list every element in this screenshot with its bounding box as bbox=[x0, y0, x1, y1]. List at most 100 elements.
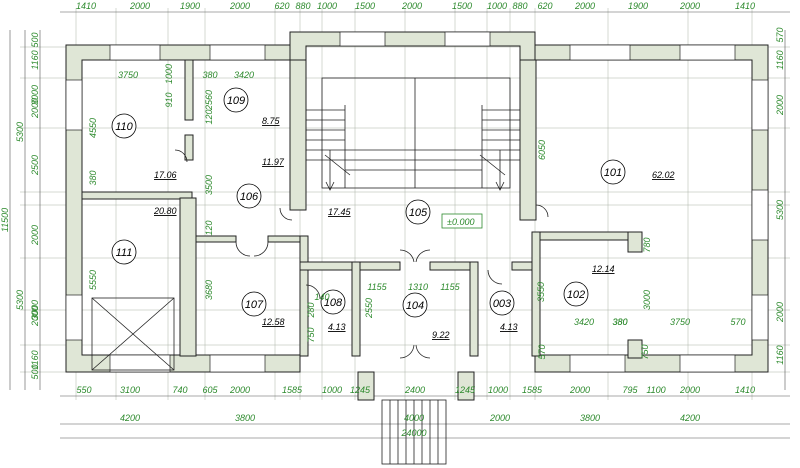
room-number-003: 003 bbox=[493, 298, 512, 310]
dim-top: 880 bbox=[512, 1, 527, 11]
room-number-106: 106 bbox=[240, 191, 259, 203]
dim-bottom-2: 4200 bbox=[120, 413, 140, 423]
dim-right: 570 bbox=[775, 27, 785, 42]
grid-lines bbox=[20, 8, 790, 400]
dim-top: 2000 bbox=[229, 1, 250, 11]
room-number-105: 105 bbox=[409, 207, 428, 219]
dim-top: 620 bbox=[537, 1, 552, 11]
dim-interior: 570 bbox=[730, 317, 745, 327]
room-number-107: 107 bbox=[245, 299, 264, 311]
dim-bottom-2: 4200 bbox=[680, 413, 700, 423]
dim-left: 2000 bbox=[30, 306, 40, 327]
dim-interior: 120 bbox=[204, 109, 214, 124]
dim-interior: 280 bbox=[306, 302, 316, 318]
dim-left: 1160 bbox=[30, 50, 40, 69]
dim-bottom: 2000 bbox=[569, 385, 590, 395]
room-number-108: 108 bbox=[324, 297, 343, 309]
room-number-104: 104 bbox=[406, 300, 424, 312]
room-area: 20.80 bbox=[153, 206, 177, 216]
room-circle-111 bbox=[111, 239, 137, 265]
room-circle-106 bbox=[236, 183, 262, 209]
room-circle-110 bbox=[111, 113, 137, 139]
room-area: 11.97 bbox=[262, 157, 285, 167]
dim-bottom: 1245 bbox=[455, 385, 476, 395]
room-area: 12.14 bbox=[592, 264, 615, 274]
dim-bottom-2: 3800 bbox=[580, 413, 600, 423]
dim-interior: 6050 bbox=[537, 140, 547, 160]
dim-left: 1160 bbox=[30, 350, 40, 369]
dim-interior: 3420 bbox=[574, 317, 594, 327]
room-area: 9.22 bbox=[432, 330, 450, 340]
dim-bottom: 2000 bbox=[229, 385, 250, 395]
room-number-102: 102 bbox=[567, 289, 585, 301]
room-area: 4.13 bbox=[328, 322, 346, 332]
dim-top: 1500 bbox=[355, 1, 375, 11]
dim-top: 1500 bbox=[452, 1, 472, 11]
dim-bottom-2: 2000 bbox=[489, 413, 510, 423]
dim-interior: 2560 bbox=[204, 90, 214, 111]
dim-bottom: 1000 bbox=[488, 385, 508, 395]
room-circle-104 bbox=[402, 292, 428, 318]
dim-bottom: 550 bbox=[76, 385, 91, 395]
room-circle-003 bbox=[489, 290, 515, 316]
room-area: 17.06 bbox=[154, 170, 177, 180]
room-circle-108 bbox=[320, 289, 346, 315]
shaft-cross bbox=[91, 297, 175, 371]
room-area: 62.02 bbox=[652, 170, 675, 180]
level-mark-box bbox=[441, 213, 483, 229]
dim-interior: 3680 bbox=[204, 280, 214, 300]
dim-top: 1410 bbox=[76, 1, 96, 11]
dim-bottom: 2400 bbox=[404, 385, 425, 395]
dim-interior: 2550 bbox=[364, 298, 374, 319]
dim-interior: 780 bbox=[642, 237, 652, 252]
dim-interior: 3550 bbox=[536, 282, 546, 302]
room-circle-107 bbox=[241, 291, 267, 317]
room-circles: 1101098.7510611.9717.0620.8011110712.581… bbox=[111, 87, 675, 340]
dim-interior: 5550 bbox=[88, 270, 98, 290]
dim-left: 2000 bbox=[30, 98, 40, 119]
dim-interior: 380 bbox=[612, 317, 627, 327]
dim-interior: 3420 bbox=[234, 70, 254, 80]
room-number-101: 101 bbox=[604, 167, 622, 179]
dim-left: 2000 bbox=[30, 225, 40, 246]
dim-left: 500 bbox=[30, 32, 40, 47]
dim-bottom: 795 bbox=[622, 385, 638, 395]
dim-left-total: 11500 bbox=[0, 208, 10, 232]
dim-top: 1410 bbox=[735, 1, 755, 11]
room-number-110: 110 bbox=[115, 121, 133, 133]
dim-interior: 1155 bbox=[440, 282, 460, 292]
dimension-labels: 1410 2000 1900 2000 620 880 1000 1500 2000 1500 10… bbox=[0, 1, 785, 438]
dim-bottom: 605 bbox=[202, 385, 218, 395]
dim-interior: 1155 bbox=[367, 282, 387, 292]
dim-left-mid: 5300 bbox=[15, 122, 25, 142]
dim-top: 2000 bbox=[401, 1, 422, 11]
dim-interior: 380 bbox=[202, 70, 217, 80]
dim-interior: 380 bbox=[88, 170, 98, 185]
entrance-steps bbox=[381, 399, 447, 465]
dim-right: 2000 bbox=[775, 302, 785, 323]
dim-bottom: 1410 bbox=[735, 385, 755, 395]
dim-left: 2500 bbox=[30, 155, 40, 176]
dim-left: 500 bbox=[30, 364, 40, 379]
room-circle-101 bbox=[600, 159, 626, 185]
dim-bottom: 1585 bbox=[282, 385, 303, 395]
dim-interior: 4550 bbox=[88, 118, 98, 138]
dim-right: 1160 bbox=[775, 50, 785, 69]
dim-interior: 1310 bbox=[408, 282, 428, 292]
dimension-lines bbox=[9, 11, 790, 439]
dim-interior: 750 bbox=[640, 344, 650, 359]
room-area: 17.45 bbox=[328, 207, 352, 217]
dim-interior: 3500 bbox=[204, 175, 214, 195]
dim-top: 2000 bbox=[129, 1, 150, 11]
staircase bbox=[306, 77, 520, 191]
dim-top: 1900 bbox=[628, 1, 648, 11]
dim-interior: 140 bbox=[314, 292, 329, 302]
dim-right: 1160 bbox=[775, 345, 785, 364]
level-mark: ±0.000 bbox=[447, 217, 474, 227]
room-number-109: 109 bbox=[227, 95, 245, 107]
dim-top: 1000 bbox=[487, 1, 507, 11]
dim-left: 3000 bbox=[30, 85, 40, 105]
dim-interior: 910 bbox=[164, 92, 174, 107]
dim-top: 1900 bbox=[180, 1, 200, 11]
